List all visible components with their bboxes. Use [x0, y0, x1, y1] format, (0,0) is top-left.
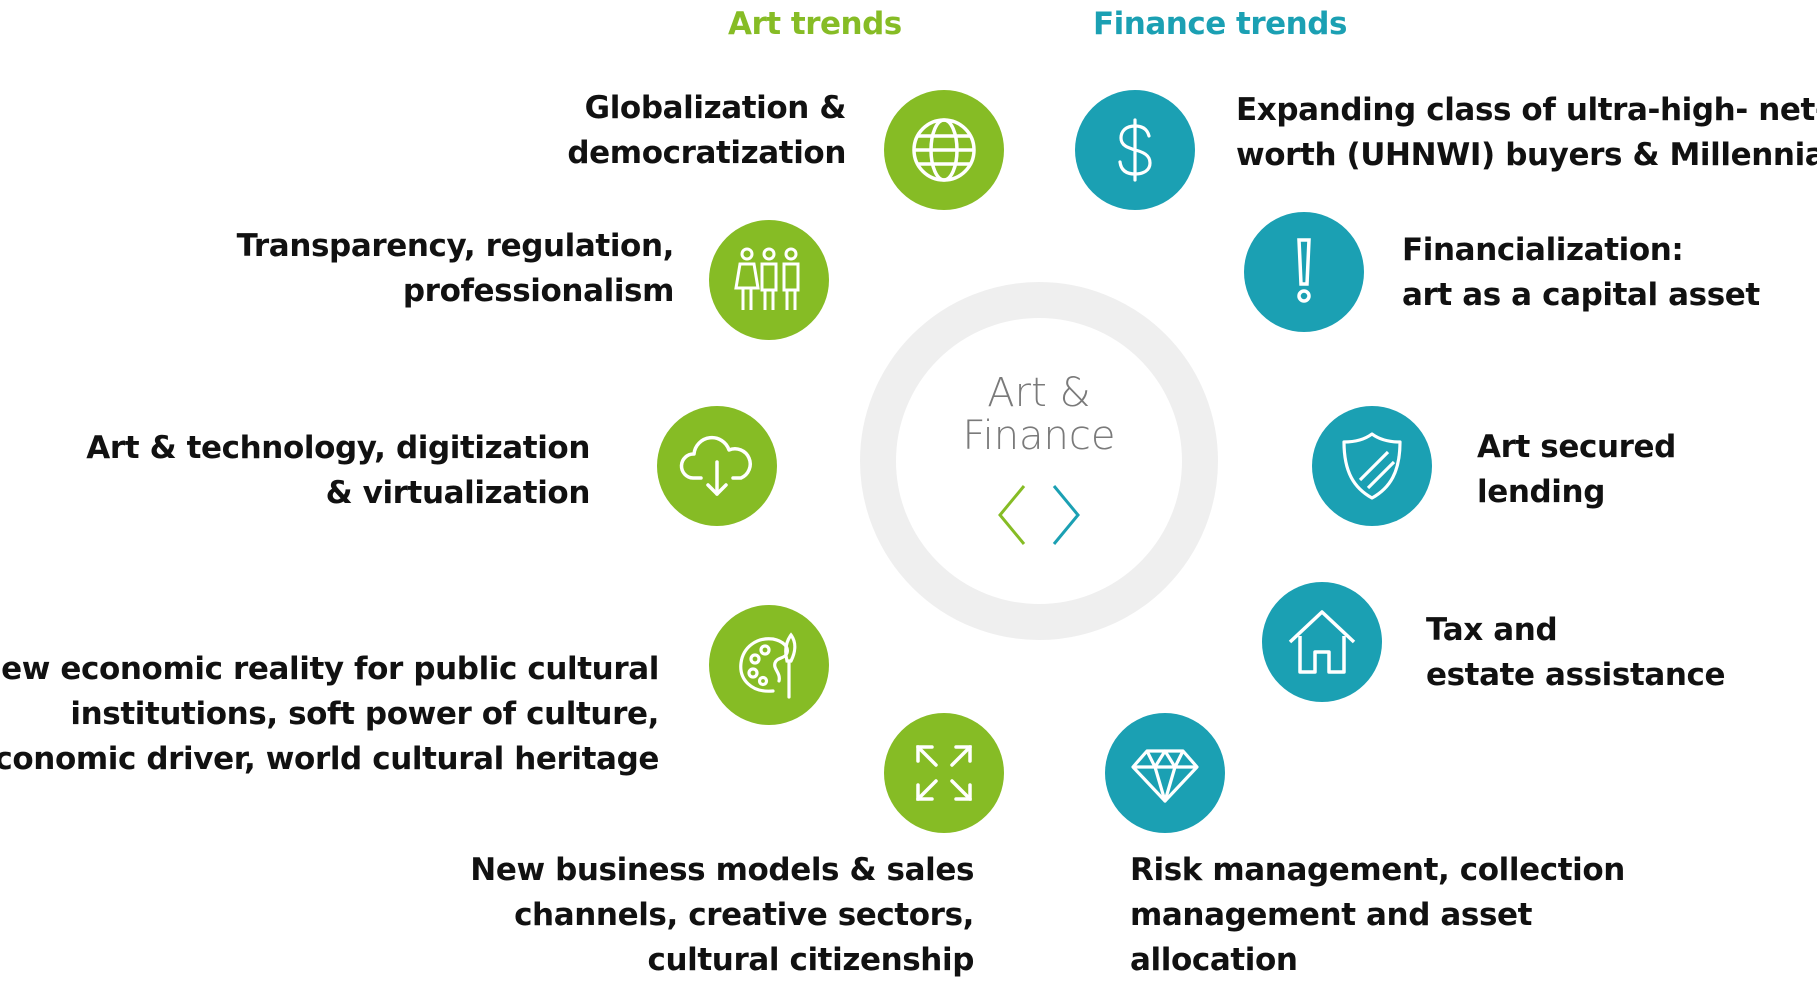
house-icon [1262, 582, 1382, 702]
shield-icon [1312, 406, 1432, 526]
finance-trend-label-2: Financialization: art as a capital asset [1402, 232, 1760, 313]
palette-icon [709, 605, 829, 725]
finance-trend-label-1: Expanding class of ultra-high- net- wort… [1236, 92, 1817, 173]
dollar-icon [1075, 90, 1195, 210]
art-trend-label-4: New economic reality for public cultural… [0, 651, 659, 777]
art-trend-label-5: New business models & sales channels, cr… [470, 852, 974, 978]
center-ring [860, 282, 1218, 640]
art-trends-header: Art trends [728, 6, 902, 42]
expand-arrows-icon [884, 713, 1004, 833]
people-icon [709, 220, 829, 340]
finance-trend-label-5: Risk management, collection management a… [1130, 852, 1625, 978]
finance-trend-label-3: Art secured lending [1477, 429, 1676, 510]
hub-title: Art & Finance [860, 372, 1218, 458]
finance-trend-label-4: Tax and estate assistance [1426, 612, 1726, 693]
globe-icon [884, 90, 1004, 210]
chevrons-icon [998, 485, 1080, 545]
diamond-icon [1105, 713, 1225, 833]
exclamation-icon [1244, 212, 1364, 332]
art-trend-label-2: Transparency, regulation, professionalis… [236, 228, 675, 309]
hub-title-line-1: Art & [987, 370, 1091, 416]
finance-trends-header: Finance trends [1093, 6, 1347, 42]
art-trend-label-3: Art & technology, digitization & virtual… [86, 430, 590, 511]
cloud-download-icon [657, 406, 777, 526]
art-trend-label-1: Globalization & democratization [567, 90, 846, 171]
hub-title-line-2: Finance [962, 413, 1116, 459]
